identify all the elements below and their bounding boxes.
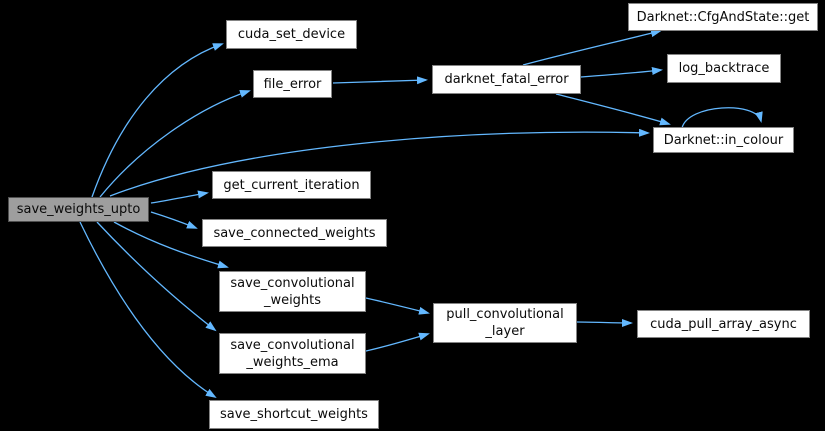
node-save_weights_upto[interactable]: save_weights_upto [8, 197, 149, 222]
node-darknet_fatal_error[interactable]: darknet_fatal_error [432, 65, 581, 94]
edge-save_convolutional_weights_ema-to-pull_convolutional_layer [365, 332, 430, 352]
node-get_current_iteration[interactable]: get_current_iteration [212, 171, 371, 199]
node-darknet_cfgandstate_get[interactable]: Darknet::CfgAndState::get [628, 3, 818, 31]
node-cuda_set_device[interactable]: cuda_set_device [226, 20, 357, 49]
node-save_connected_weights[interactable]: save_connected_weights [202, 219, 387, 247]
edge-darknet_in_colour-to-darknet_in_colour [681, 107, 763, 129]
edge-save_weights_upto-to-file_error [99, 90, 251, 198]
edge-file_error-to-darknet_fatal_error [332, 76, 428, 85]
edge-save_weights_upto-to-save_shortcut_weights [79, 221, 217, 399]
node-darknet_in_colour[interactable]: Darknet::in_colour [653, 127, 794, 153]
node-file_error[interactable]: file_error [253, 70, 332, 98]
edge-save_weights_upto-to-get_current_iteration [150, 190, 209, 204]
edge-save_weights_upto-to-save_convolutional_weights_ema [96, 221, 217, 332]
edge-save_weights_upto-to-cuda_set_device [91, 43, 224, 198]
node-save_convolutional_weights[interactable]: save_convolutional _weights [219, 271, 366, 312]
node-save_convolutional_weights_ema[interactable]: save_convolutional _weights_ema [219, 333, 366, 374]
edge-darknet_fatal_error-to-log_backtrace [580, 67, 663, 78]
edge-save_convolutional_weights-to-pull_convolutional_layer [365, 297, 430, 315]
node-pull_convolutional_layer[interactable]: pull_convolutional _layer [433, 303, 577, 343]
edge-pull_convolutional_layer-to-cuda_pull_array_async [576, 318, 633, 327]
edge-save_weights_upto-to-darknet_in_colour [109, 128, 650, 197]
node-log_backtrace[interactable]: log_backtrace [667, 54, 781, 83]
edge-save_weights_upto-to-save_convolutional_weights [113, 221, 229, 269]
edge-save_weights_upto-to-save_connected_weights [150, 211, 198, 229]
edge-darknet_fatal_error-to-darknet_cfgandstate_get [522, 29, 662, 66]
node-cuda_pull_array_async[interactable]: cuda_pull_array_async [637, 310, 810, 338]
node-save_shortcut_weights[interactable]: save_shortcut_weights [209, 400, 379, 429]
edge-darknet_fatal_error-to-darknet_in_colour [555, 93, 671, 126]
